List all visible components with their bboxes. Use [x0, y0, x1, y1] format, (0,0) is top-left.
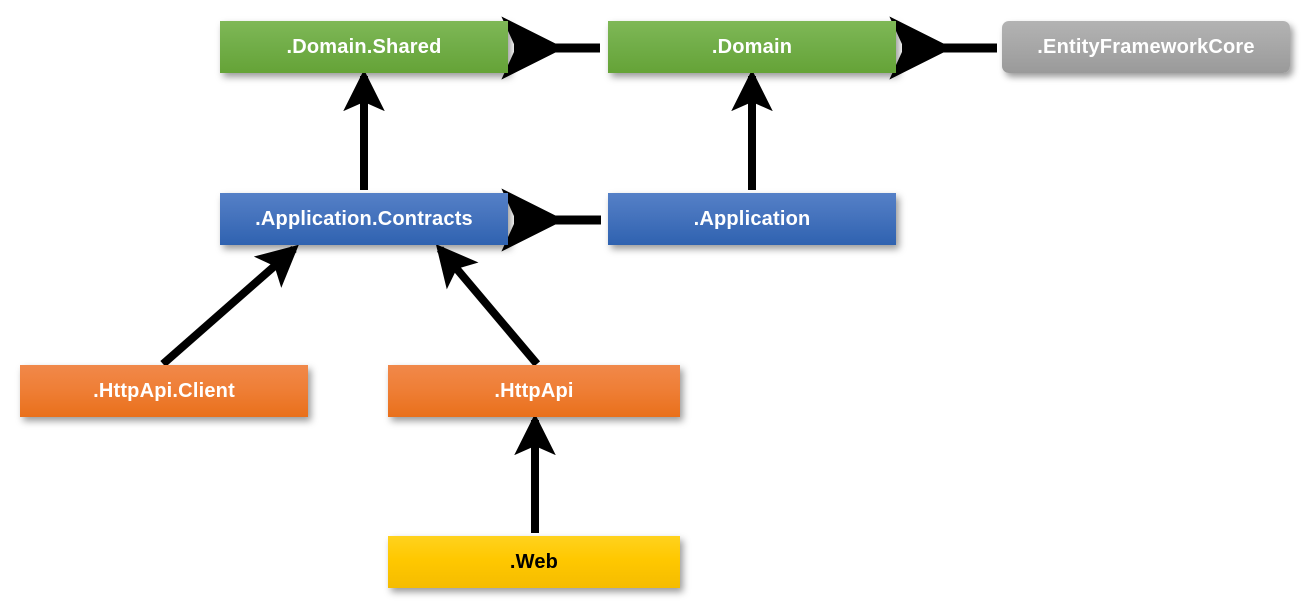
- node-httpapi[interactable]: .HttpApi: [388, 365, 680, 417]
- node-httpapi-client[interactable]: .HttpApi.Client: [20, 365, 308, 417]
- edge-httpapi-to-application-contracts: [435, 244, 541, 367]
- node-domain[interactable]: .Domain: [608, 21, 896, 73]
- edge-httpapi-client-to-application-contracts: [160, 244, 299, 368]
- node-domain-shared[interactable]: .Domain.Shared: [220, 21, 508, 73]
- node-web[interactable]: .Web: [388, 536, 680, 588]
- node-application[interactable]: .Application: [608, 193, 896, 245]
- node-application-contracts[interactable]: .Application.Contracts: [220, 193, 508, 245]
- node-entity-framework-core[interactable]: .EntityFrameworkCore: [1002, 21, 1290, 73]
- edges-group: [160, 16, 997, 533]
